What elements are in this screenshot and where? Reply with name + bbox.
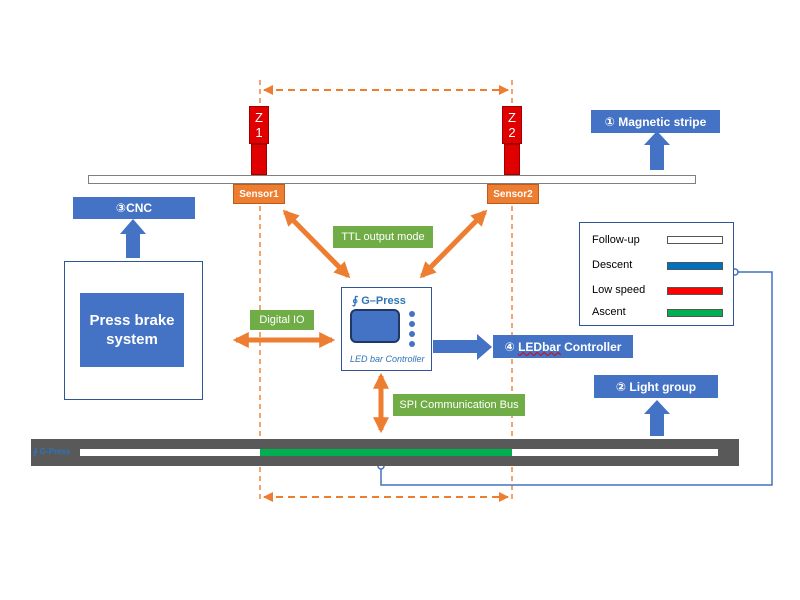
zone2-head: Z 2 — [502, 106, 522, 144]
legend-label-ascent: Ascent — [592, 306, 626, 318]
sensor2-label: Sensor2 — [487, 184, 539, 204]
led-controller-underlined: LEDbar — [518, 339, 561, 354]
press-brake-line2: system — [106, 331, 158, 348]
controller-button-2 — [409, 321, 415, 327]
ledbar-logo: ∮ G-Press — [33, 447, 71, 456]
zone2-stem — [504, 144, 520, 175]
led-light-bar: ∮ G-Press — [31, 439, 739, 466]
ledbar-ascent-segment — [260, 449, 512, 456]
legend-swatch-descent — [667, 262, 723, 270]
press-brake-line1: Press brake — [89, 312, 175, 329]
press-brake-system-box: Press brake system — [80, 293, 184, 367]
arrow-to-magnetic-stripe — [644, 131, 670, 170]
legend-swatch-ascent — [667, 309, 723, 317]
legend-swatch-low-speed — [667, 287, 723, 295]
legend-connector-line — [380, 271, 773, 486]
ttl-output-label: TTL output mode — [333, 226, 433, 248]
legend-swatch-follow-up — [667, 236, 723, 244]
cnc-box: ③CNC — [73, 197, 195, 219]
led-bar-controller: ∮ G–Press LED bar Controller — [341, 287, 432, 371]
digital-io-label: Digital IO — [250, 310, 314, 330]
zone1-stem — [251, 144, 267, 175]
light-group-label: ② Light group — [615, 379, 697, 394]
controller-button-4 — [409, 341, 415, 347]
zone1-letter: Z — [255, 110, 263, 125]
led-controller-prefix: ④ — [504, 339, 519, 354]
legend-label-follow-up: Follow-up — [592, 234, 640, 246]
zone2-letter: Z — [508, 110, 516, 125]
controller-screen — [350, 309, 400, 343]
light-group-box: ② Light group — [594, 375, 718, 398]
sensor1-controller-arrow — [282, 209, 351, 279]
arrow-to-led-controller — [433, 334, 492, 360]
controller-logo: ∮ G–Press — [352, 295, 406, 307]
sensor2-controller-arrow — [419, 209, 488, 279]
led-controller-box: ④ LEDbar Controller — [493, 335, 633, 358]
sensor1-label: Sensor1 — [233, 184, 285, 204]
magnetic-stripe-box: ① Magnetic stripe — [591, 110, 720, 133]
controller-button-3 — [409, 331, 415, 337]
zone1-number: 1 — [255, 125, 263, 140]
zone2-number: 2 — [508, 125, 516, 140]
legend-label-low-speed: Low speed — [592, 284, 646, 296]
led-controller-suffix: Controller — [560, 339, 622, 354]
magnetic-stripe-bar — [88, 175, 696, 184]
zone1-head: Z 1 — [249, 106, 269, 144]
controller-button-1 — [409, 311, 415, 317]
controller-caption: LED bar Controller — [350, 354, 425, 364]
spi-bus-label: SPI Communication Bus — [393, 394, 525, 416]
arrow-to-light-group — [644, 400, 670, 436]
arrow-to-cnc — [120, 219, 146, 258]
legend-label-descent: Descent — [592, 259, 633, 271]
legend-box: Follow-up Descent Low speed Ascent — [579, 222, 734, 326]
